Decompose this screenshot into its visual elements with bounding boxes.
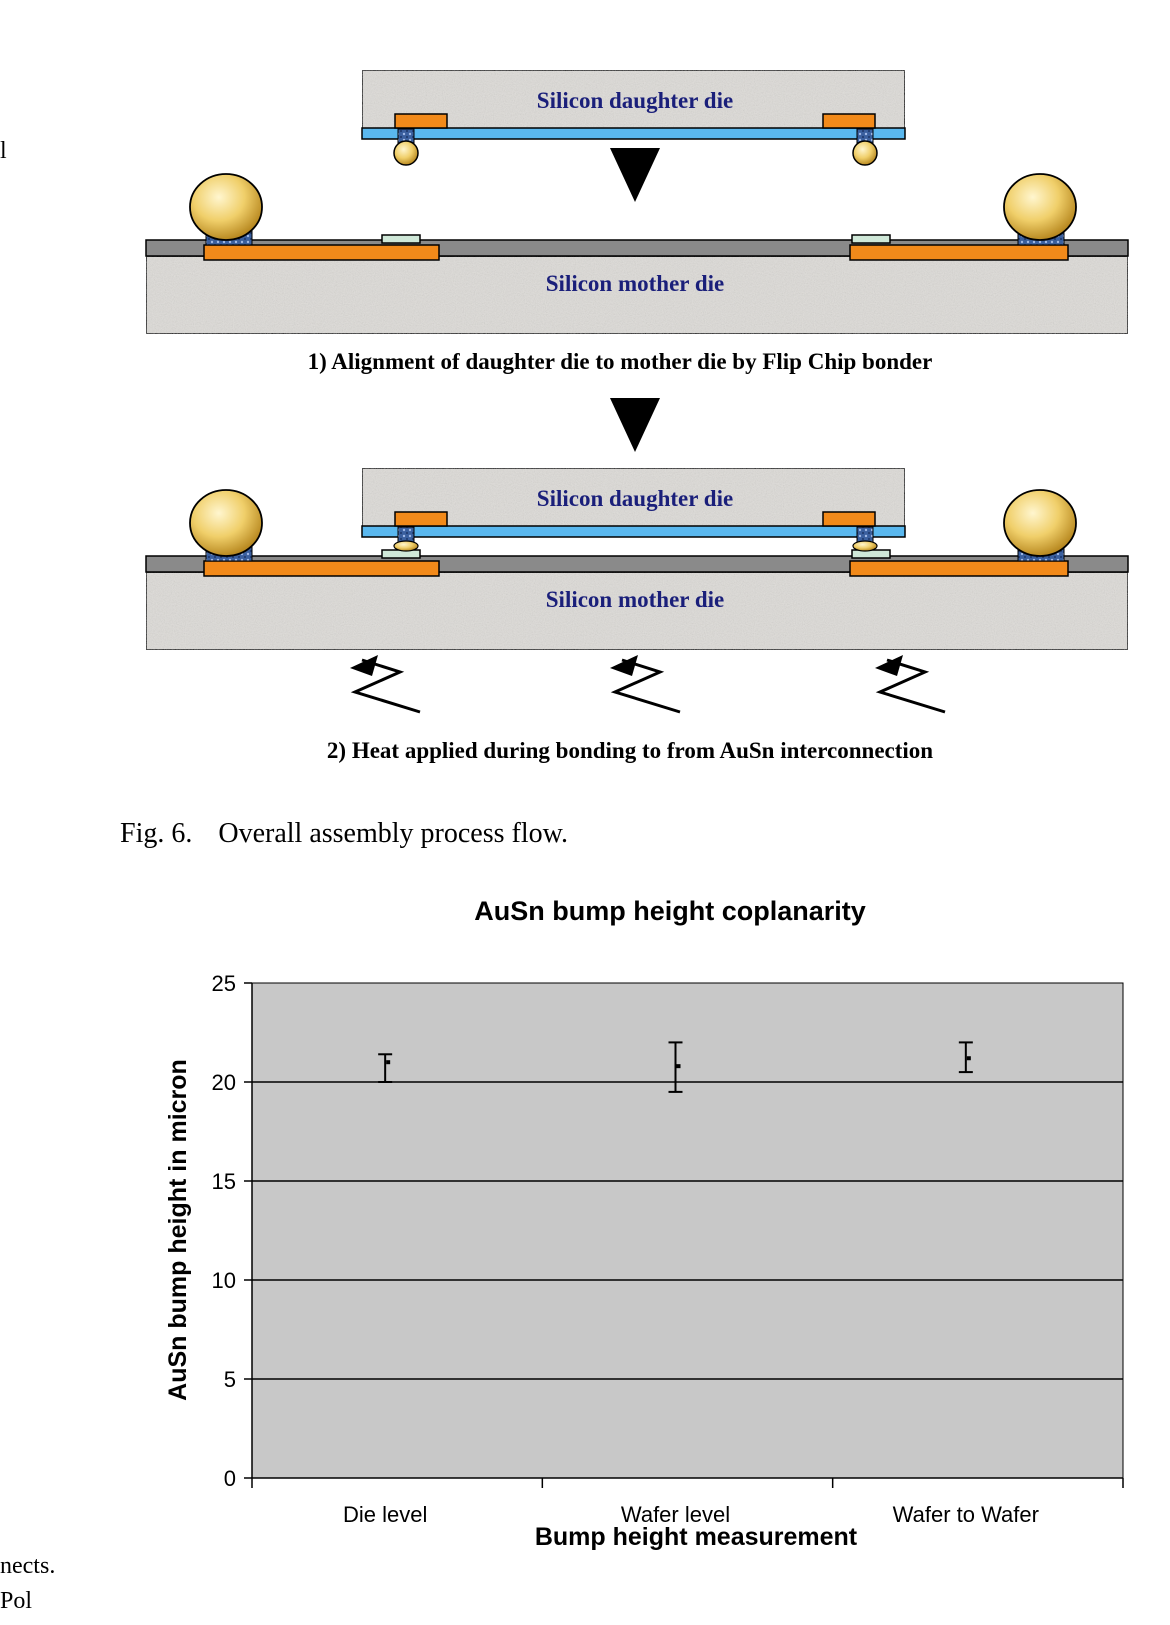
x-tick-label: Die level xyxy=(343,1502,427,1527)
y-axis-label: AuSn bump height in micron xyxy=(164,1059,192,1401)
data-point xyxy=(386,1060,391,1065)
figure-label: Fig. 6. xyxy=(120,818,193,849)
heat-arrow-head-icon xyxy=(875,655,903,676)
bump-height-chart: AuSn bump height coplanarity 0510152025 … xyxy=(164,896,1124,1551)
y-tick-label: 10 xyxy=(212,1268,236,1293)
daughter-die-label: Silicon daughter die xyxy=(537,486,733,511)
mother-die-label: Silicon mother die xyxy=(546,587,724,612)
y-tick-label: 0 xyxy=(224,1466,236,1491)
heat-arrow-head-icon xyxy=(350,655,378,676)
data-point xyxy=(676,1064,681,1069)
y-tick-label: 25 xyxy=(212,971,236,996)
y-tick-label: 15 xyxy=(212,1169,236,1194)
mother-die-step1: Silicon mother die xyxy=(145,173,1129,335)
daughter-die-label: Silicon daughter die xyxy=(537,88,733,113)
assembly-process-diagram: Silicon daughter die Silicon mother die … xyxy=(145,69,1129,763)
heat-arrow-icon xyxy=(350,658,421,714)
mother-die-step2: Silicon mother die xyxy=(145,489,1129,651)
x-axis: Die level Wafer level Wafer to Wafer xyxy=(251,1477,1124,1527)
step2-caption: 2) Heat applied during bonding to from A… xyxy=(327,738,933,763)
heat-arrow-head-icon xyxy=(610,655,638,676)
data-marks xyxy=(378,1041,973,1093)
x-tick-label: Wafer level xyxy=(621,1502,730,1527)
figure-caption: Fig. 6. Overall assembly process flow. xyxy=(120,818,568,850)
heat-arrow-icon xyxy=(875,658,946,714)
plot-area xyxy=(251,982,1124,1479)
y-tick-label: 20 xyxy=(212,1070,236,1095)
step1-caption: 1) Alignment of daughter die to mother d… xyxy=(308,349,933,374)
heat-arrows xyxy=(350,658,946,714)
down-arrow-icon xyxy=(610,398,660,452)
y-axis: 0 5 10 15 20 25 xyxy=(212,971,253,1491)
daughter-die-step1: Silicon daughter die xyxy=(361,69,906,166)
chart-title: AuSn bump height coplanarity xyxy=(474,896,866,926)
margin-fragment-bottom-1: nects. xyxy=(0,1553,56,1579)
x-axis-label: Bump height measurement xyxy=(535,1523,858,1551)
data-point xyxy=(966,1056,971,1061)
heat-arrow-icon xyxy=(610,658,681,714)
margin-fragment-bottom-2: Pol xyxy=(0,1588,33,1614)
down-arrow-icon xyxy=(610,148,660,202)
y-tick-label: 5 xyxy=(224,1367,236,1392)
figure-caption-text: Overall assembly process flow. xyxy=(218,818,569,849)
margin-fragment-top: l xyxy=(0,138,7,164)
daughter-die-step2: Silicon daughter die xyxy=(361,467,906,543)
grid-lines xyxy=(252,1081,1123,1380)
x-tick-label: Wafer to Wafer xyxy=(893,1502,1039,1527)
mother-die-label: Silicon mother die xyxy=(546,271,724,296)
